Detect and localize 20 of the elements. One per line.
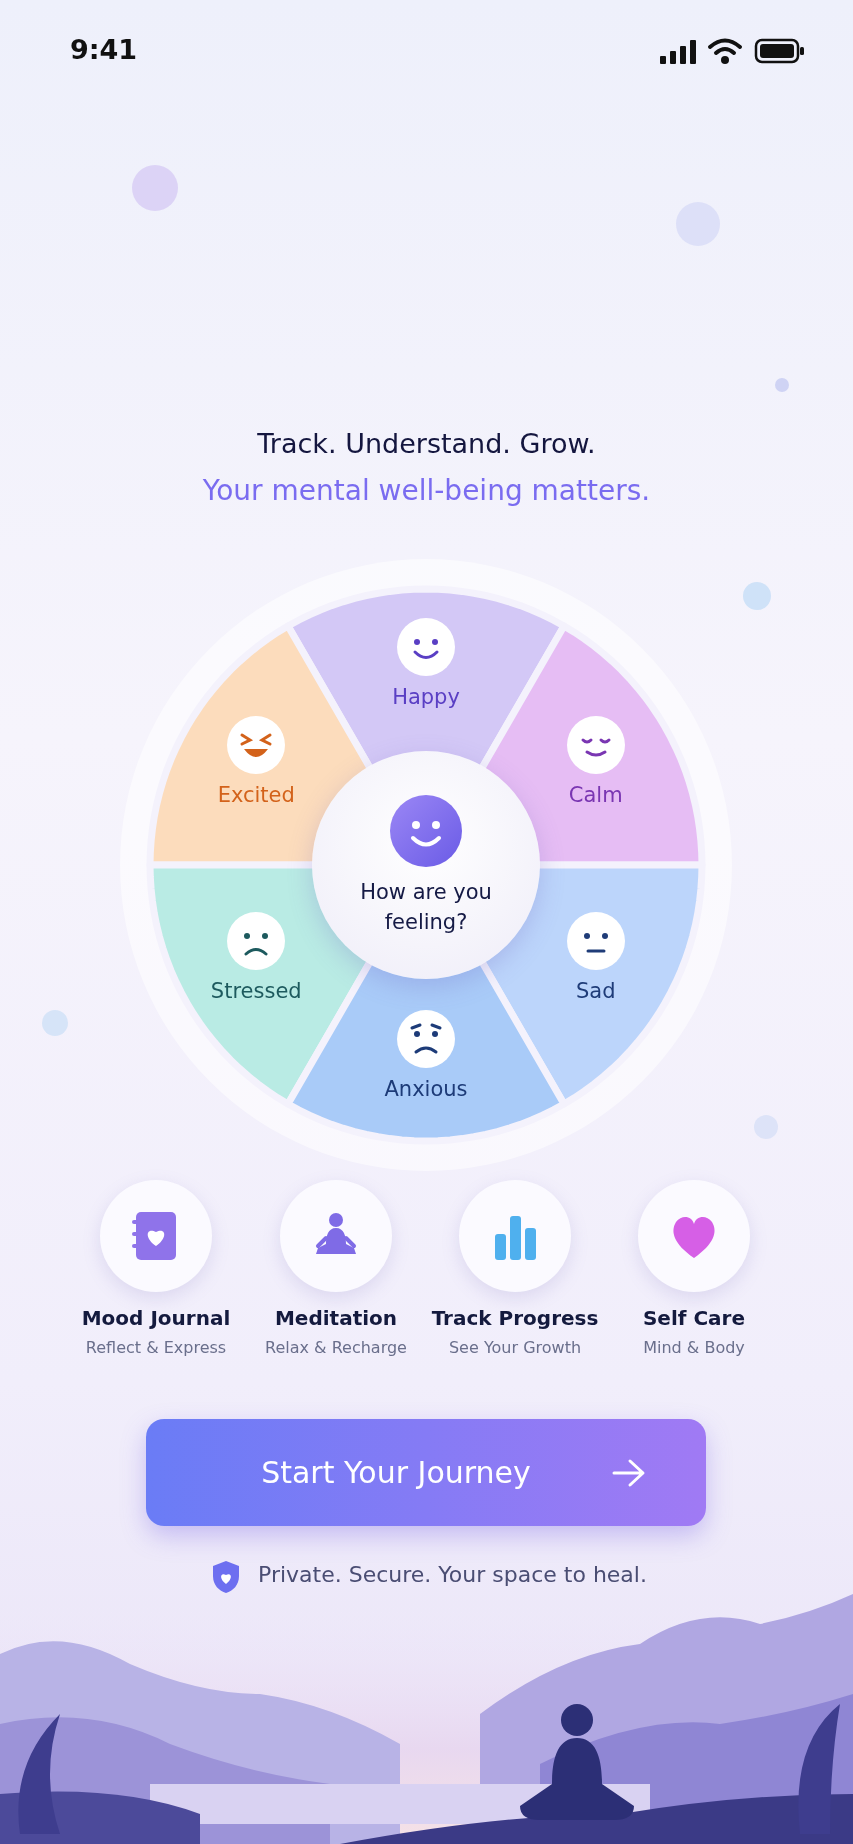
mood-label: Stressed — [209, 979, 303, 1003]
feature-subtitle: Reflect & Express — [84, 1338, 228, 1357]
mood-label: Excited — [216, 783, 296, 807]
privacy-note: Private. Secure. Your space to heal. — [258, 1562, 647, 1587]
feature-title: Mood Journal — [80, 1306, 232, 1330]
mood-label: Sad — [574, 979, 617, 1003]
status-time: 9:41 — [70, 34, 138, 65]
feature-title: Meditation — [273, 1306, 399, 1330]
subtitle: Your mental well-being matters. — [201, 474, 652, 507]
prompt-text: How are you feeling? — [359, 879, 493, 936]
mood-label: Happy — [391, 685, 461, 709]
feature-subtitle: Mind & Body — [642, 1338, 746, 1357]
mood-label: Anxious — [383, 1077, 469, 1101]
feature-subtitle: Relax & Recharge — [264, 1338, 408, 1357]
mood-label: Calm — [567, 783, 624, 807]
feature-title: Track Progress — [430, 1306, 600, 1330]
feature-title: Self Care — [641, 1306, 747, 1330]
start-button: Start Your Journey — [146, 1419, 706, 1526]
tagline: Track. Understand. Grow. — [256, 428, 597, 459]
feature-subtitle: See Your Growth — [447, 1338, 583, 1357]
